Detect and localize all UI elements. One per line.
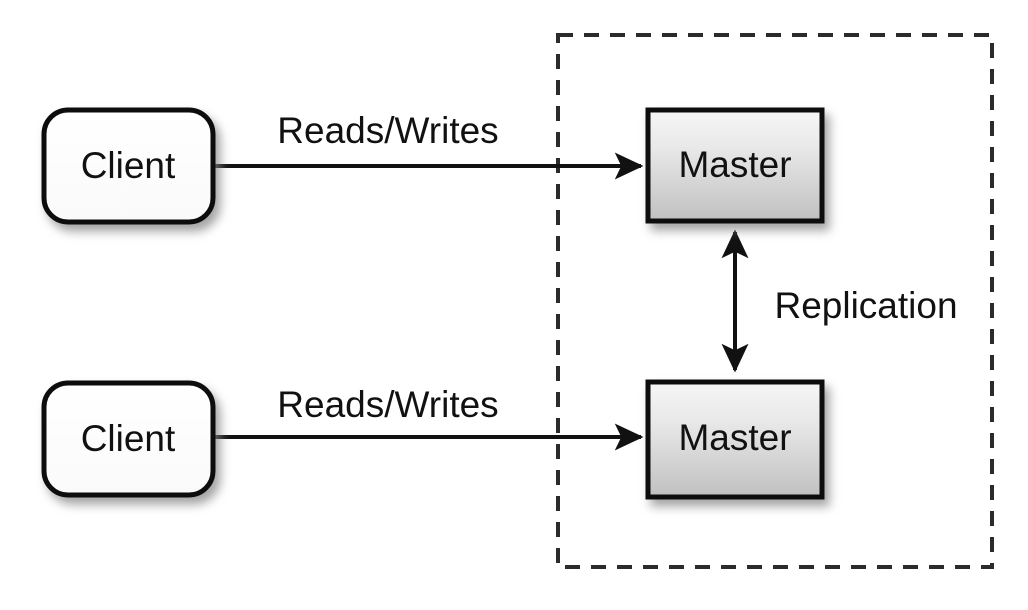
node-master-bottom[interactable]	[645, 379, 825, 500]
edge-label-reads-writes-bottom: Reads/Writes	[277, 384, 498, 425]
node-master-top-label: Master	[678, 144, 791, 185]
edge-label-replication: Replication	[774, 285, 957, 326]
replication-cluster-border	[556, 33, 994, 569]
node-client-bottom-label: Client	[81, 418, 176, 459]
node-client-bottom-shape	[41, 380, 216, 498]
node-master-top[interactable]	[645, 107, 825, 224]
node-client-top[interactable]	[41, 107, 216, 225]
node-client-bottom[interactable]	[41, 380, 216, 498]
node-client-top-shape	[41, 107, 216, 225]
edge-label-reads-writes-top: Reads/Writes	[277, 110, 498, 151]
node-master-bottom-label: Master	[678, 417, 791, 458]
node-master-bottom-shape	[645, 379, 825, 500]
node-master-top-shape	[645, 107, 825, 224]
replication-cluster-group	[556, 33, 994, 569]
node-client-top-label: Client	[81, 145, 176, 186]
